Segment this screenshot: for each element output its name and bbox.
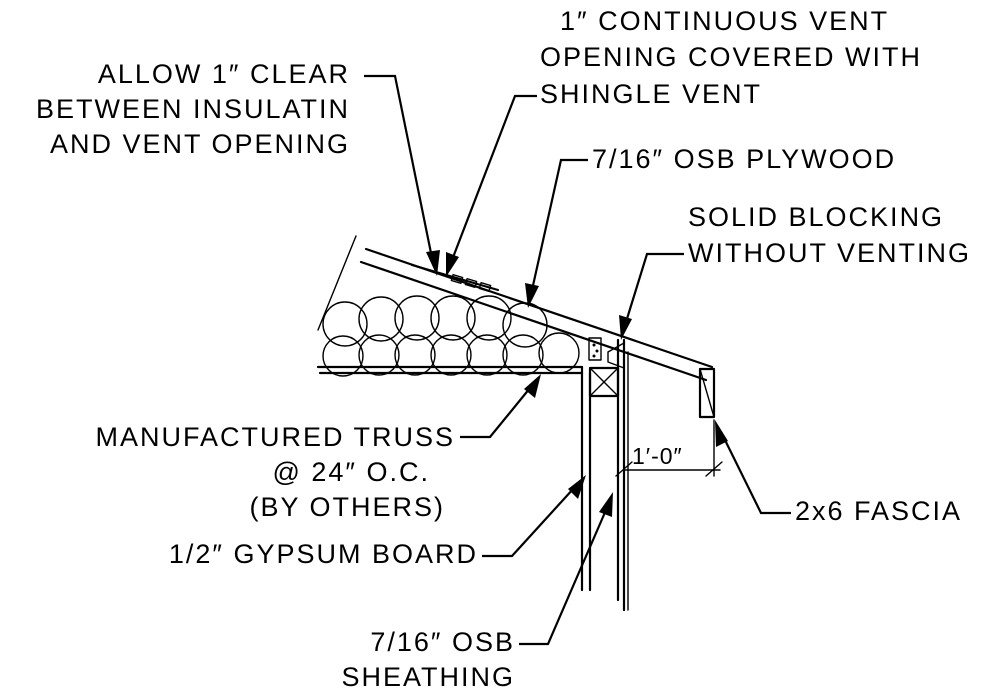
label-solid-blocking: SOLID BLOCKING WITHOUT VENTING	[619, 202, 971, 340]
overhang-dimension: 1′-0″	[615, 419, 723, 477]
insulation	[322, 295, 580, 377]
label-sheathing: 7/16″ OSB SHEATHING	[341, 492, 613, 692]
gypsum-text: 1/2″ GYPSUM BOARD	[169, 539, 478, 569]
fascia-text: 2x6 FASCIA	[795, 496, 962, 526]
blocking-line-2: WITHOUT VENTING	[688, 238, 971, 268]
truss-line-3: (BY OTHERS)	[249, 492, 445, 522]
allow-clear-line-2: BETWEEN INSULATIN	[36, 94, 350, 124]
label-continuous-vent: 1″ CONTINUOUS VENT OPENING COVERED WITH …	[446, 6, 922, 277]
dimension-text: 1′-0″	[632, 443, 683, 469]
label-truss: MANUFACTURED TRUSS @ 24″ O.C. (BY OTHERS…	[95, 374, 541, 522]
fascia-board	[698, 367, 716, 419]
vent-line-2: OPENING COVERED WITH	[540, 42, 922, 72]
label-fascia: 2x6 FASCIA	[715, 420, 962, 526]
allow-clear-line-1: ALLOW 1″ CLEAR	[98, 59, 350, 89]
label-gypsum: 1/2″ GYPSUM BOARD	[169, 475, 586, 569]
osb-plywood-text: 7/16″ OSB PLYWOOD	[592, 144, 896, 174]
label-allow-clear: ALLOW 1″ CLEAR BETWEEN INSULATIN AND VEN…	[36, 59, 440, 276]
shingle-vent	[410, 263, 500, 293]
ceiling-line	[316, 365, 584, 375]
roof-deck	[317, 235, 714, 382]
vent-line-1: 1″ CONTINUOUS VENT	[560, 6, 889, 36]
blocking-line-1: SOLID BLOCKING	[688, 202, 944, 232]
wall	[580, 337, 629, 612]
sheathing-line-2: SHEATHING	[341, 662, 515, 692]
allow-clear-line-3: AND VENT OPENING	[50, 129, 350, 159]
sheathing-line-1: 7/16″ OSB	[370, 627, 515, 657]
truss-line-1: MANUFACTURED TRUSS	[95, 422, 455, 452]
vent-line-3: SHINGLE VENT	[540, 79, 762, 109]
truss-line-2: @ 24″ O.C.	[272, 457, 430, 487]
label-osb-plywood: 7/16″ OSB PLYWOOD	[525, 144, 896, 308]
